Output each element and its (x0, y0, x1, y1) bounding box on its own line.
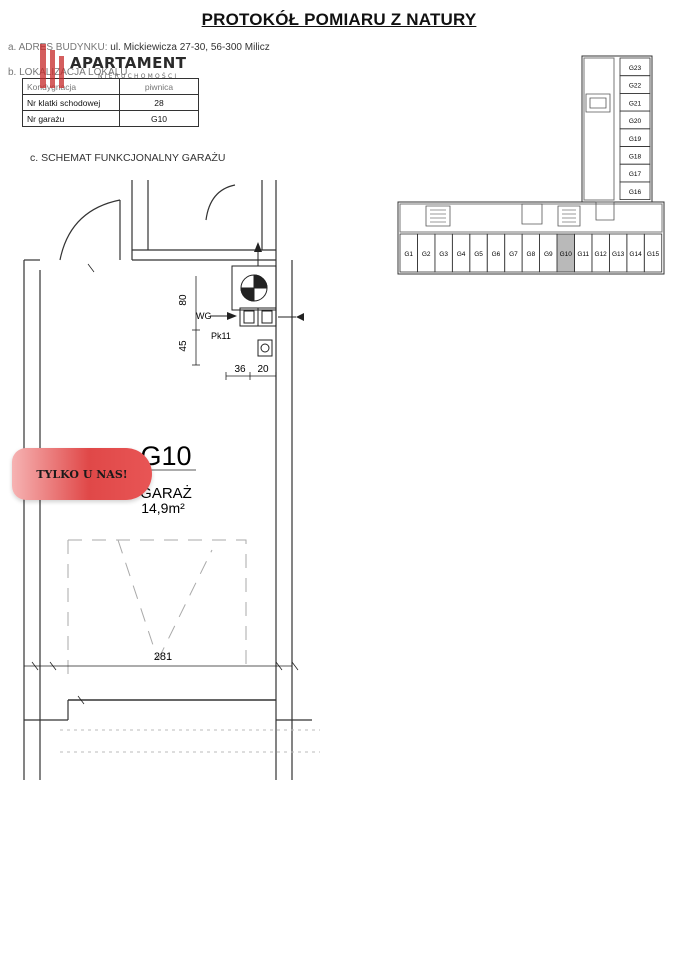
garage-unit-label: G5 (474, 251, 483, 258)
garage-unit-cell: G3 (434, 233, 453, 273)
apartament-logo: APARTAMENT NIERUCHOMOŚCI (40, 44, 210, 90)
garage-unit-label: G2 (422, 251, 431, 258)
garage-unit-cell: G7 (504, 233, 523, 273)
garage-unit-cell: G11 (574, 233, 593, 273)
garage-row: G1 G2 G3 G4 G5 G6 G7 G8 G9 G10 G11 G12 G13 G14 G15 (399, 233, 663, 273)
garage-unit-label: G10 (560, 251, 573, 258)
dimension-20-label: 20 (257, 364, 269, 375)
door-swing-arc (205, 184, 236, 221)
logo-subtext: NIERUCHOMOŚCI (98, 73, 179, 80)
garage-unit-cell: G1 (399, 233, 418, 273)
garage-unit-label: G16 (629, 189, 642, 196)
address-value: ul. Mickiewicza 27-30, 56-300 Milicz (110, 42, 270, 53)
document-title: PROTOKÓŁ POMIARU Z NATURY (201, 10, 477, 29)
address-line: a. ADRES BUDYNKU: ul. Mickiewicza 27-30,… (8, 42, 270, 53)
garage-unit-label: G1 (404, 251, 413, 258)
table-cell-label: Nr garażu (22, 110, 120, 127)
garage-unit-label: G20 (629, 118, 642, 125)
garage-unit-label: G4 (457, 251, 466, 258)
localization-line: b. LOKALIZACJA LOKALU (8, 67, 128, 78)
ventilation-shaft (231, 265, 277, 357)
table-row: Nr klatki schodowej 28 (22, 94, 199, 111)
garage-unit-cell: G15 (643, 233, 663, 273)
arrow-left-icon (296, 313, 304, 321)
dimension-281-label: 281 (154, 651, 172, 663)
door-swing-arc (59, 199, 121, 261)
garage-unit-cell: G19 (619, 128, 651, 147)
garage-unit-cell: G10 (556, 233, 575, 273)
garage-unit-cell: G4 (451, 233, 471, 273)
garage-unit-cell: G20 (619, 110, 651, 130)
garage-unit-cell: G9 (539, 233, 558, 273)
garage-unit-cell: G14 (626, 233, 645, 273)
parking-space-outline (67, 539, 247, 680)
garage-unit-label: G6 (492, 251, 501, 258)
logo-text: APARTAMENT (70, 54, 187, 72)
garage-unit-cell: G12 (591, 233, 610, 273)
address-label: a. ADRES BUDYNKU: (8, 42, 108, 53)
unit-type-label: GARAŻ (140, 484, 192, 502)
unit-area-label: 14,9m² (141, 500, 185, 516)
arrow-up-icon (254, 242, 262, 252)
table-cell-value: G10 (119, 110, 199, 127)
garage-unit-cell: G6 (486, 233, 506, 273)
table-cell-value: 28 (119, 94, 199, 111)
dimension-36-label: 36 (234, 364, 246, 375)
garage-unit-cell: G18 (619, 146, 651, 165)
garage-unit-cell: G22 (619, 75, 651, 94)
garage-unit-label: G8 (527, 251, 536, 258)
dimension-45-label: 45 (178, 340, 189, 352)
logo-mark-icon (40, 44, 64, 88)
garage-unit-label: G15 (647, 251, 660, 258)
table-cell-label: Nr klatki schodowej (22, 94, 120, 111)
garage-unit-label: G18 (629, 154, 642, 161)
pk-label: Pk11 (211, 331, 231, 341)
arrow-right-icon (227, 312, 237, 320)
garage-unit-label: G12 (595, 251, 608, 258)
garage-unit-cell: G8 (521, 233, 541, 273)
garage-unit-cell: G23 (619, 57, 651, 77)
garage-unit-cell: G2 (417, 233, 436, 273)
exclusive-offer-badge: TYLKO U NAS! (12, 448, 152, 500)
wg-label: WG (196, 311, 212, 321)
location-table: Kondygnacja piwnica Nr klatki schodowej … (22, 78, 199, 127)
garage-unit-cell: G5 (469, 233, 488, 273)
garage-unit-label: G14 (629, 251, 642, 258)
garage-unit-label: G9 (544, 251, 553, 258)
wing-outline (397, 201, 665, 275)
garage-unit-label: G17 (629, 171, 642, 178)
garage-unit-label: G21 (629, 100, 642, 107)
badge-text: TYLKO U NAS! (36, 467, 128, 481)
garage-unit-cell: G21 (619, 93, 651, 112)
garage-unit-label: G23 (629, 65, 642, 72)
garage-unit-label: G22 (629, 83, 642, 90)
dimension-80-label: 80 (178, 294, 189, 306)
garage-unit-cell: G17 (619, 163, 651, 183)
garage-unit-label: G7 (509, 251, 518, 258)
garage-unit-label: G13 (612, 251, 625, 258)
table-row: Nr garażu G10 (22, 110, 199, 127)
garage-unit-label: G19 (629, 136, 642, 143)
localization-label: b. LOKALIZACJA LOKALU (8, 67, 128, 78)
corridor-outline (583, 57, 615, 201)
building-overview-plan: G1 G2 G3 G4 G5 G6 G7 G8 G9 G10 G11 G12 G13 G14 G15 G23… (397, 55, 665, 275)
garage-unit-cell: G16 (619, 181, 651, 201)
garage-unit-label: G11 (577, 251, 589, 258)
garage-unit-label: G3 (439, 251, 448, 258)
section-c-title: c. SCHEMAT FUNKCJONALNY GARAŻU (30, 152, 226, 164)
garage-unit-cell: G13 (608, 233, 628, 273)
